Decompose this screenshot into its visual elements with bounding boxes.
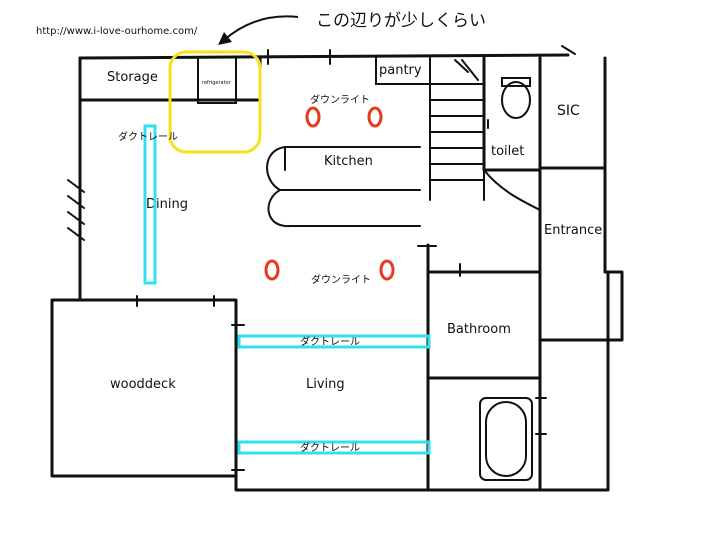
wooddeck-label: wooddeck	[110, 377, 176, 392]
outer-wall	[50, 56, 610, 492]
annotation-arrow	[223, 15, 299, 41]
duct-rail-living-upper	[237, 334, 431, 349]
toilet-label: toilet	[491, 144, 524, 159]
dining-window-ticks	[67, 179, 85, 241]
stair-curve	[483, 169, 541, 211]
kitchen-label: Kitchen	[324, 154, 373, 169]
source-url: http://www.i-love-ourhome.com/	[36, 26, 198, 37]
downlight-kitchen-left	[305, 106, 321, 128]
downlight-kitchen-label: ダウンライト	[310, 93, 370, 106]
duct-rail-living-lower-label: ダクトレール	[300, 441, 360, 454]
living-dining-partition	[50, 298, 238, 478]
staircase	[429, 57, 485, 201]
bathroom-ticks	[417, 245, 547, 435]
dining-label: Dining	[146, 197, 188, 212]
sic-entrance-wall	[538, 56, 607, 342]
toilet-bowl	[501, 81, 531, 119]
downlight-kitchen-right	[367, 106, 383, 128]
bathtub-inner	[485, 401, 527, 477]
duct-rail-living-lower	[237, 440, 431, 455]
refrigerator-box	[197, 56, 237, 104]
bathtub-outer	[479, 397, 533, 481]
partition-ticks	[136, 295, 245, 471]
refrigerator-label: refrigerator	[202, 80, 232, 86]
top-wall	[78, 53, 570, 60]
annotation-arrowhead	[218, 32, 232, 45]
sic-label: SIC	[557, 103, 580, 119]
duct-rail-dining-label: ダクトレール	[118, 130, 178, 143]
top-right-tick	[561, 45, 576, 55]
duct-rail-living-upper-label: ダクトレール	[300, 335, 360, 348]
downlight-dining-right	[379, 259, 395, 281]
bathroom-wall	[426, 243, 542, 492]
duct-rail-dining	[143, 124, 157, 285]
right-upper-wall	[538, 56, 624, 342]
living-label: Living	[306, 377, 345, 392]
kitchen-counter-lines	[279, 146, 421, 191]
entrance-label: Entrance	[544, 223, 602, 238]
downlight-dining-label: ダウンライト	[311, 273, 371, 286]
pantry-label: pantry	[379, 63, 422, 78]
storage-partition	[170, 56, 262, 102]
dark-area-highlight	[168, 50, 262, 154]
toilet-tank	[501, 77, 531, 87]
bathroom-label: Bathroom	[447, 322, 511, 337]
downlight-dining-left	[264, 259, 280, 281]
door-tick-top	[267, 49, 331, 65]
storage-label: Storage	[107, 70, 158, 85]
annotation-note: この辺りが少しくらい	[316, 11, 486, 31]
